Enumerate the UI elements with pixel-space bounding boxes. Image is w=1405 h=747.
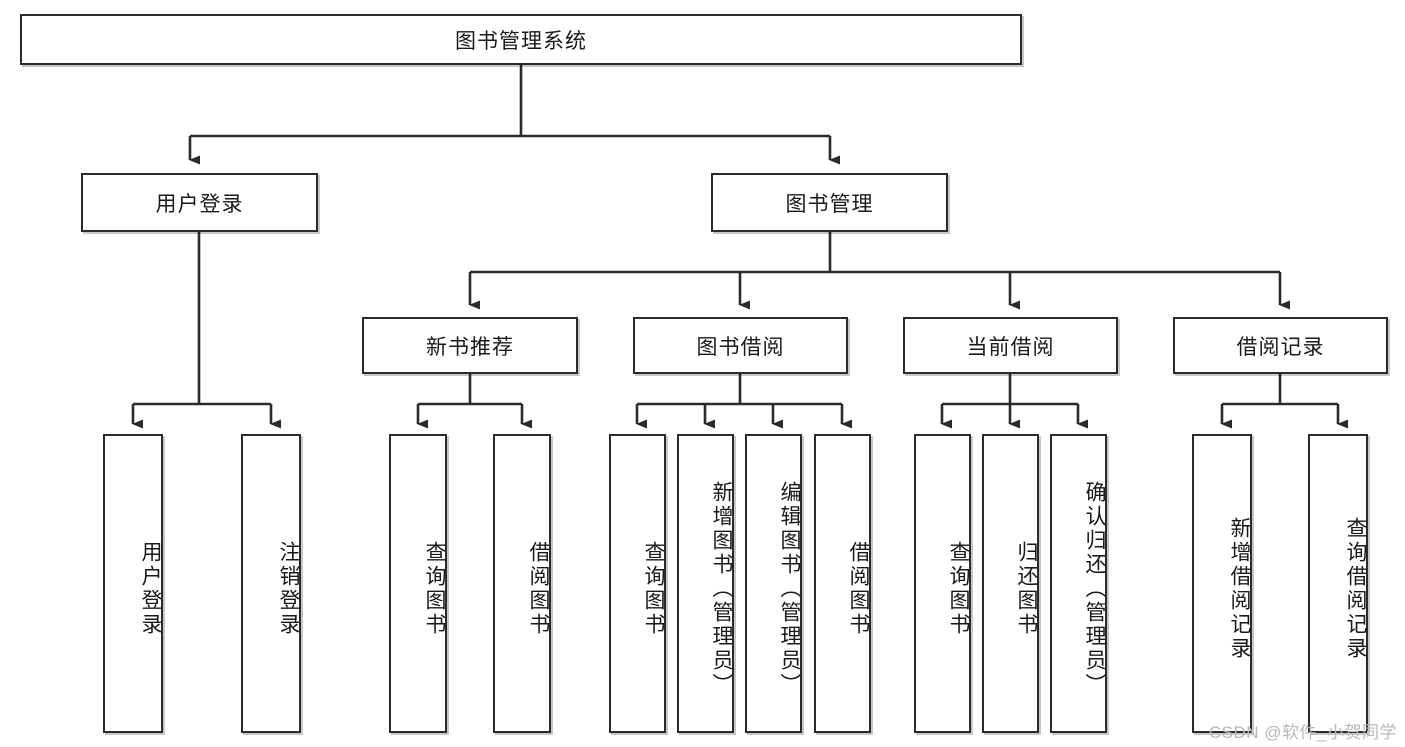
leaf-edit-book-admin[interactable]: 编辑图书（管理员）: [745, 434, 802, 733]
node-root-book-management-system[interactable]: 图书管理系统: [20, 14, 1022, 65]
csdn-watermark: CSDN @软件_小贺同学: [1208, 723, 1397, 742]
leaf-confirm-return-admin[interactable]: 确认归还（管理员）: [1050, 434, 1107, 733]
node-borrow-record[interactable]: 借阅记录: [1173, 317, 1388, 374]
node-book-borrow[interactable]: 图书借阅: [633, 317, 848, 374]
leaf-query-book-recommend[interactable]: 查询图书: [389, 434, 447, 733]
node-user-login[interactable]: 用户登录: [81, 173, 318, 232]
leaf-query-borrow-record[interactable]: 查询借阅记录: [1308, 434, 1368, 733]
leaf-add-borrow-record[interactable]: 新增借阅记录: [1192, 434, 1252, 733]
leaf-borrow-book[interactable]: 借阅图书: [814, 434, 871, 733]
leaf-query-book-current[interactable]: 查询图书: [914, 434, 971, 733]
node-new-book-recommend[interactable]: 新书推荐: [362, 317, 578, 374]
leaf-user-login[interactable]: 用户登录: [103, 434, 163, 733]
leaf-return-book[interactable]: 归还图书: [982, 434, 1039, 733]
node-book-management[interactable]: 图书管理: [711, 173, 948, 232]
leaf-query-book-borrow[interactable]: 查询图书: [609, 434, 666, 733]
node-current-borrow[interactable]: 当前借阅: [903, 317, 1118, 374]
leaf-logout[interactable]: 注销登录: [241, 434, 301, 733]
leaf-add-book-admin[interactable]: 新增图书（管理员）: [677, 434, 734, 733]
leaf-borrow-book-recommend[interactable]: 借阅图书: [493, 434, 551, 733]
